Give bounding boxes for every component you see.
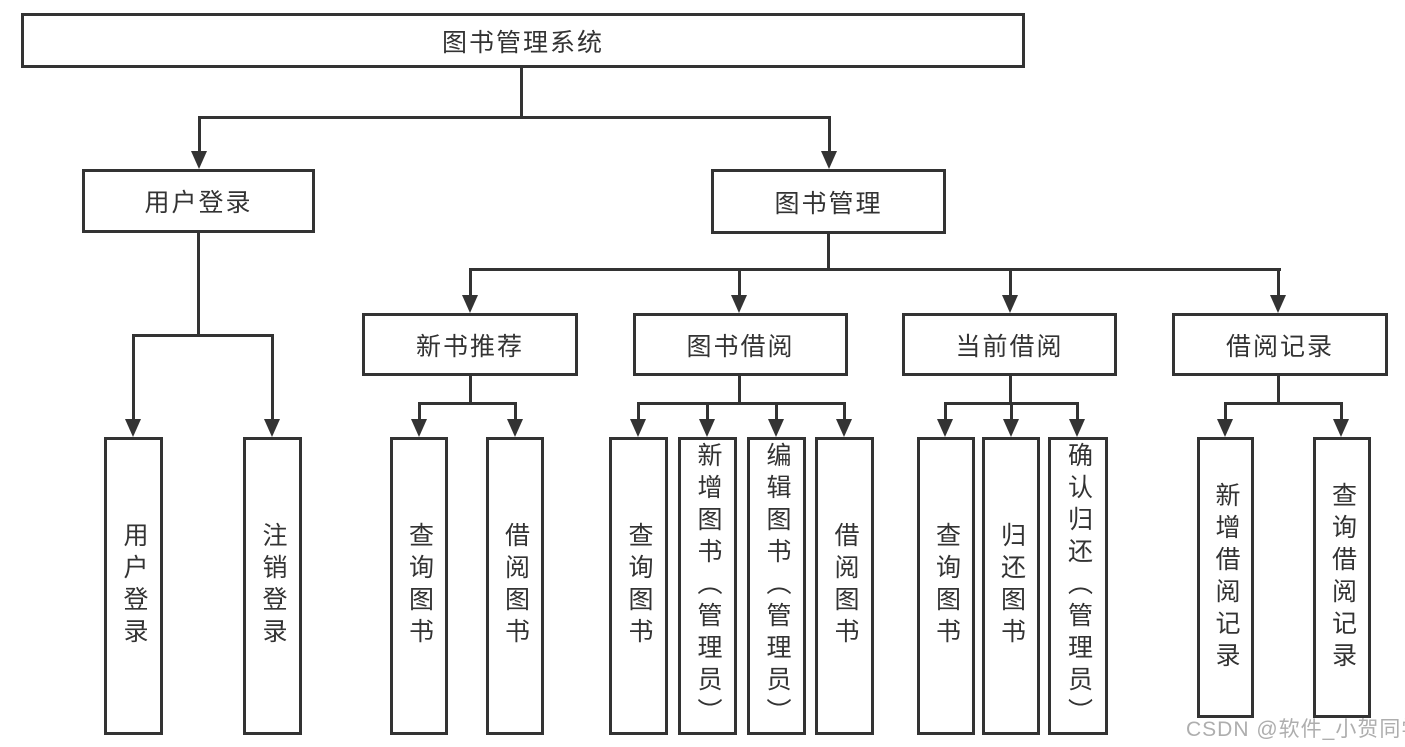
leaf-logout-login: 注销登录	[243, 437, 302, 735]
leaf-query-books-2: 查询图书	[609, 437, 668, 735]
arrowhead-borrow-records	[1270, 295, 1286, 313]
csdn-watermark: CSDN @软件_小贺同学	[1186, 718, 1405, 741]
connector-drop-add-books	[706, 402, 709, 419]
node-current-borrow: 当前借阅	[902, 313, 1117, 376]
arrowhead-borrow-books-2	[836, 419, 852, 437]
leaf-confirm-return-admin: 确认归还（管理员）	[1048, 437, 1108, 735]
node-book-borrow: 图书借阅	[633, 313, 848, 376]
arrowhead-add-books	[699, 419, 715, 437]
connector-borrow-records-stem	[1277, 376, 1280, 405]
connector-drop-query-books-3	[944, 402, 947, 419]
leaf-edit-books-admin: 编辑图书（管理员）	[747, 437, 806, 735]
arrowhead-query-books-3	[937, 419, 953, 437]
connector-new-book-stem	[469, 376, 472, 405]
connector-user-login-branch	[132, 334, 274, 337]
node-new-book-recommend: 新书推荐	[362, 313, 578, 376]
arrowhead-query-books-1	[411, 419, 427, 437]
arrowhead-confirm-return	[1069, 419, 1085, 437]
connector-book-borrow-stem	[738, 376, 741, 405]
connector-level1-branch	[198, 116, 831, 119]
connector-drop-book-borrow	[738, 268, 741, 295]
connector-drop-book-management	[828, 116, 831, 151]
arrowhead-new-book	[462, 295, 478, 313]
arrowhead-leaf-user-login	[125, 419, 141, 437]
node-borrow-records: 借阅记录	[1172, 313, 1388, 376]
arrowhead-book-management	[821, 151, 837, 169]
node-library-management-system: 图书管理系统	[21, 13, 1025, 68]
connector-drop-borrow-records	[1277, 268, 1280, 295]
arrowhead-add-borrow-record	[1217, 419, 1233, 437]
leaf-add-borrow-record: 新增借阅记录	[1197, 437, 1254, 718]
connector-level2-branch	[469, 268, 1281, 271]
connector-drop-confirm-return	[1076, 402, 1079, 419]
arrowhead-leaf-logout	[264, 419, 280, 437]
connector-drop-query-books-1	[418, 402, 421, 419]
connector-new-book-branch	[418, 402, 517, 405]
connector-drop-borrow-books-1	[514, 402, 517, 419]
connector-drop-user-login	[198, 116, 201, 151]
arrowhead-user-login	[191, 151, 207, 169]
connector-drop-query-books-2	[637, 402, 640, 419]
arrowhead-query-borrow-record	[1333, 419, 1349, 437]
connector-drop-edit-books	[775, 402, 778, 419]
connector-drop-return-books	[1010, 402, 1013, 419]
arrowhead-current-borrow	[1002, 295, 1018, 313]
connector-drop-current-borrow	[1009, 268, 1012, 295]
leaf-return-books: 归还图书	[982, 437, 1040, 735]
node-user-login: 用户登录	[82, 169, 315, 233]
arrowhead-edit-books	[768, 419, 784, 437]
arrowhead-book-borrow	[731, 295, 747, 313]
connector-user-login-stem	[197, 233, 200, 336]
leaf-query-borrow-record: 查询借阅记录	[1313, 437, 1371, 718]
connector-book-management-stem	[827, 234, 830, 270]
node-book-management: 图书管理	[711, 169, 946, 234]
connector-drop-add-borrow-record	[1224, 402, 1227, 419]
connector-borrow-records-branch	[1224, 402, 1342, 405]
connector-drop-new-book	[469, 268, 472, 295]
leaf-query-books-3: 查询图书	[917, 437, 975, 735]
connector-drop-borrow-books-2	[843, 402, 846, 419]
leaf-add-books-admin: 新增图书（管理员）	[678, 437, 737, 735]
leaf-query-books-1: 查询图书	[390, 437, 448, 735]
leaf-user-login: 用户登录	[104, 437, 163, 735]
arrowhead-borrow-books-1	[507, 419, 523, 437]
arrowhead-query-books-2	[630, 419, 646, 437]
connector-book-borrow-branch	[637, 402, 845, 405]
leaf-borrow-books-1: 借阅图书	[486, 437, 544, 735]
connector-drop-leaf-logout	[271, 334, 274, 419]
connector-root-stem	[520, 68, 523, 118]
arrowhead-return-books	[1003, 419, 1019, 437]
connector-current-borrow-stem	[1009, 376, 1012, 405]
connector-drop-leaf-user-login	[132, 334, 135, 419]
leaf-borrow-books-2: 借阅图书	[815, 437, 874, 735]
connector-drop-query-borrow-record	[1340, 402, 1343, 419]
